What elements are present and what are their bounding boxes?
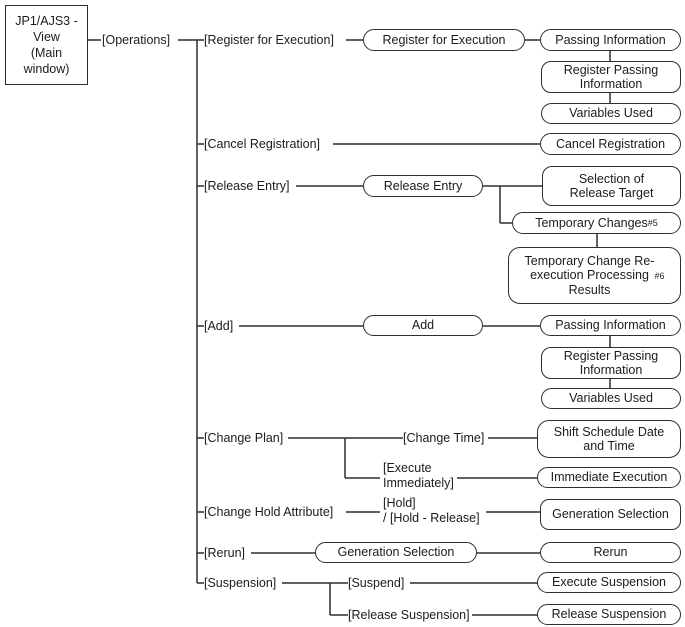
- dialog-variables-used-1: Variables Used: [541, 103, 681, 124]
- dialog-label: Add: [411, 318, 435, 333]
- dialog-selection-of-release-target: Selection of Release Target: [542, 166, 681, 206]
- dialog-release-entry: Release Entry: [363, 175, 483, 197]
- dialog-temporary-changes: Temporary Changes#5: [512, 212, 681, 234]
- menu-register-for-execution: [Register for Execution]: [204, 33, 334, 47]
- dialog-release-suspension: Release Suspension: [537, 604, 681, 625]
- menu-execute-immediately: [Execute Immediately]: [383, 461, 454, 490]
- dialog-register-for-execution: Register for Execution: [363, 29, 525, 51]
- dialog-label: Immediate Execution: [550, 470, 668, 485]
- dialog-label: Variables Used: [569, 391, 653, 406]
- dialog-label: Release Entry: [383, 178, 463, 193]
- dialog-passing-information-1: Passing Information: [540, 29, 681, 51]
- dialog-label: Execute Suspension: [552, 575, 666, 590]
- menu-suspend: [Suspend]: [348, 576, 405, 590]
- dialog-generation-selection-hold: Generation Selection: [540, 499, 681, 530]
- dialog-label: Temporary Changes: [535, 215, 648, 230]
- dialog-label: Passing Information: [555, 32, 666, 47]
- dialog-label: Shift Schedule Date and Time: [553, 424, 665, 454]
- dialog-label: Generation Selection: [552, 507, 669, 522]
- dialog-shift-schedule-date-and-time: Shift Schedule Date and Time: [537, 420, 681, 458]
- dialog-generation-selection-rerun: Generation Selection: [315, 542, 477, 563]
- dialog-register-passing-information-1: Register Passing Information: [541, 61, 681, 93]
- dialog-add: Add: [363, 315, 483, 336]
- dialog-label: Generation Selection: [337, 545, 455, 560]
- dialog-label: Selection of Release Target: [569, 171, 654, 201]
- dialog-label: Register Passing Information: [563, 62, 659, 92]
- dialog-label: Rerun: [593, 545, 628, 560]
- dialog-label: Temporary Change Re- execution Processin…: [524, 253, 655, 297]
- menu-cancel-registration: [Cancel Registration]: [204, 137, 321, 151]
- dialog-label: Cancel Registration: [555, 136, 666, 151]
- dialog-cancel-registration: Cancel Registration: [540, 133, 681, 155]
- dialog-variables-used-2: Variables Used: [541, 388, 681, 409]
- connector-line-group: [88, 39, 611, 616]
- dialog-label: Register Passing Information: [563, 348, 659, 378]
- menu-operations: [Operations]: [102, 33, 171, 47]
- dialog-passing-information-2: Passing Information: [540, 315, 681, 336]
- dialog-register-passing-information-2: Register Passing Information: [541, 347, 681, 379]
- dialog-execute-suspension: Execute Suspension: [537, 572, 681, 593]
- dialog-label: Register for Execution: [382, 32, 506, 47]
- main-window-box: JP1/AJS3 - View (Main window): [5, 5, 88, 85]
- dialog-temporary-change-reexecution-results: Temporary Change Re- execution Processin…: [508, 247, 681, 304]
- dialog-rerun: Rerun: [540, 542, 681, 563]
- menu-release-entry: [Release Entry]: [204, 179, 290, 193]
- menu-change-hold-attribute: [Change Hold Attribute]: [204, 505, 334, 519]
- menu-hold-and-hold-release: [Hold] / [Hold - Release]: [383, 496, 480, 525]
- menu-change-time: [Change Time]: [403, 431, 485, 445]
- dialog-label: Release Suspension: [551, 607, 667, 622]
- dialog-label: Variables Used: [569, 106, 653, 121]
- menu-add: [Add]: [204, 319, 234, 333]
- menu-suspension: [Suspension]: [204, 576, 277, 590]
- menu-rerun: [Rerun]: [204, 546, 245, 560]
- dialog-label: Passing Information: [555, 318, 666, 333]
- menu-release-suspension: [Release Suspension]: [348, 608, 470, 622]
- dialog-immediate-execution: Immediate Execution: [537, 467, 681, 488]
- menu-change-plan: [Change Plan]: [204, 431, 284, 445]
